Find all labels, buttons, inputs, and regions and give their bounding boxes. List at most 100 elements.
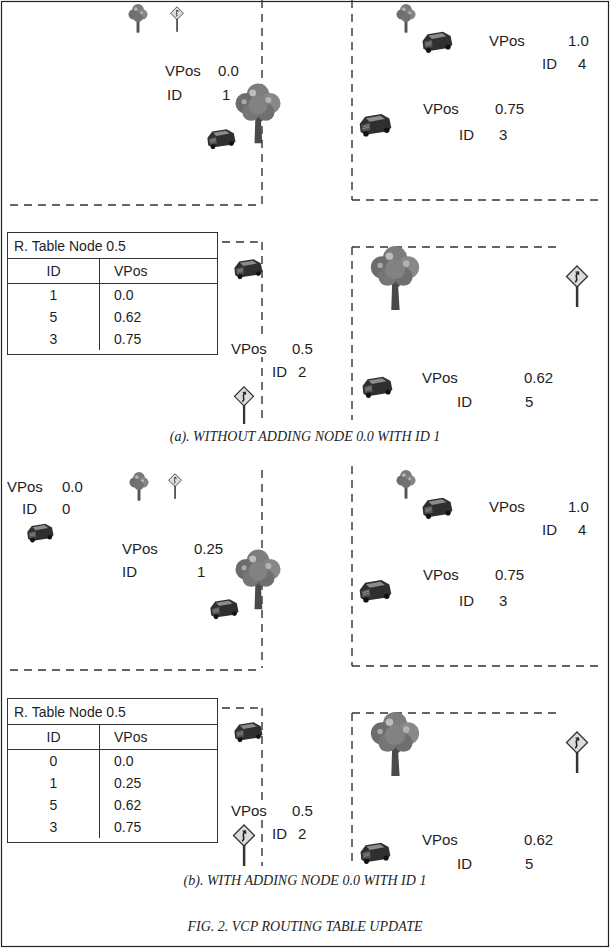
node-value: 0.62	[522, 831, 555, 848]
id-label: ID	[457, 126, 476, 143]
road-sign	[171, 7, 184, 32]
vpos-label: VPos	[163, 62, 203, 79]
tree-icon	[371, 246, 419, 310]
vpos-label: VPos	[420, 831, 460, 848]
road-sign	[169, 474, 182, 499]
table-cell: 3	[8, 816, 100, 838]
vpos-label: VPos	[229, 802, 269, 819]
node-value: 0.5	[290, 340, 315, 357]
region-border	[352, 246, 560, 247]
table-cell: 5	[8, 306, 100, 328]
panel-caption: (b). WITH ADDING NODE 0.0 WITH ID 1	[181, 872, 430, 889]
region-border	[352, 712, 560, 713]
id-label: ID	[455, 855, 474, 872]
vehicle-icon	[210, 599, 238, 619]
region-border	[222, 241, 262, 242]
region-border	[10, 204, 262, 205]
node-value: 0.25	[192, 540, 225, 557]
id-label: ID	[165, 86, 184, 103]
node-value: 0.62	[522, 369, 555, 386]
vehicle-icon	[423, 498, 453, 519]
vpos-label: VPos	[120, 540, 160, 557]
node-value: 1	[195, 563, 207, 580]
tree-icon	[371, 712, 419, 776]
node-value: 5	[523, 393, 535, 410]
table-title-row: R. Table Node 0.5	[8, 233, 217, 259]
id-label: ID	[457, 592, 476, 609]
table-cell: 0.0	[100, 750, 217, 772]
road-sign	[234, 825, 255, 866]
road-sign	[235, 387, 254, 424]
vehicle-icon	[363, 377, 393, 398]
node-value: 0	[60, 500, 72, 517]
table-header: ID	[8, 725, 100, 750]
node-value: 0.75	[493, 100, 526, 117]
region-border	[222, 707, 262, 708]
routing-table: R. Table Node 0.5IDVPos00.010.2550.6230.…	[7, 698, 218, 843]
table-title: R. Table Node 0.5	[14, 703, 126, 721]
vpos-label: VPos	[229, 340, 269, 357]
vpos-label: VPos	[487, 32, 527, 49]
region-border	[352, 665, 600, 666]
table-header: VPos	[100, 259, 217, 284]
node-value: 2	[296, 363, 308, 380]
table-cell: 0.62	[100, 306, 217, 328]
table-header: VPos	[100, 725, 217, 750]
node-value: 2	[296, 825, 308, 842]
table-cell: 5	[8, 794, 100, 816]
routing-table: R. Table Node 0.5IDVPos10.050.6230.75	[7, 232, 218, 355]
tree-icon	[235, 550, 280, 610]
node-value: 0.5	[290, 802, 315, 819]
table-title: R. Table Node 0.5	[14, 237, 126, 255]
node-value: 0.0	[216, 62, 241, 79]
table-cell: 0.0	[100, 284, 217, 306]
vehicle-icon	[234, 259, 262, 279]
tree-icon	[396, 4, 415, 33]
table-header: ID	[8, 259, 100, 284]
vehicle-icon	[361, 843, 391, 864]
table-cell: 0.25	[100, 772, 217, 794]
node-value: 1.0	[566, 32, 591, 49]
id-label: ID	[540, 55, 559, 72]
table-title-row: R. Table Node 0.5	[8, 699, 217, 725]
table-cell: 0.75	[100, 816, 217, 838]
node-value: 5	[523, 855, 535, 872]
id-label: ID	[120, 563, 139, 580]
region-border	[351, 466, 352, 666]
node-value: 3	[497, 126, 509, 143]
tree-icon	[129, 472, 148, 501]
region-border	[351, 0, 352, 200]
table-grid: IDVPos10.050.6230.75	[8, 259, 217, 354]
vehicle-icon	[207, 129, 235, 149]
node-value: 0.75	[493, 566, 526, 583]
table-cell: 0.62	[100, 794, 217, 816]
id-label: ID	[270, 825, 289, 842]
figure-caption: FIG. 2. VCP ROUTING TABLE UPDATE	[184, 918, 425, 935]
id-label: ID	[20, 500, 39, 517]
vpos-label: VPos	[5, 478, 45, 495]
node-value: 1	[220, 86, 232, 103]
panel-caption: (a). WITHOUT ADDING NODE 0.0 WITH ID 1	[167, 428, 444, 445]
table-cell: 1	[8, 772, 100, 794]
table-cell: 1	[8, 284, 100, 306]
id-label: ID	[270, 363, 289, 380]
tree-icon	[128, 4, 147, 33]
vehicle-icon	[27, 524, 53, 543]
table-grid: IDVPos00.010.2550.6230.75	[8, 725, 217, 842]
node-value: 4	[576, 55, 588, 72]
table-cell: 3	[8, 328, 100, 350]
table-cell: 0	[8, 750, 100, 772]
vpos-label: VPos	[421, 100, 461, 117]
road-sign	[567, 266, 588, 307]
road-sign	[567, 732, 588, 773]
table-cell: 0.75	[100, 328, 217, 350]
region-border	[351, 713, 352, 866]
tree-icon	[396, 470, 415, 499]
region-border	[10, 669, 262, 670]
vehicle-icon	[360, 580, 392, 603]
vpos-label: VPos	[421, 566, 461, 583]
node-value: 3	[497, 592, 509, 609]
vehicle-icon	[360, 114, 392, 137]
